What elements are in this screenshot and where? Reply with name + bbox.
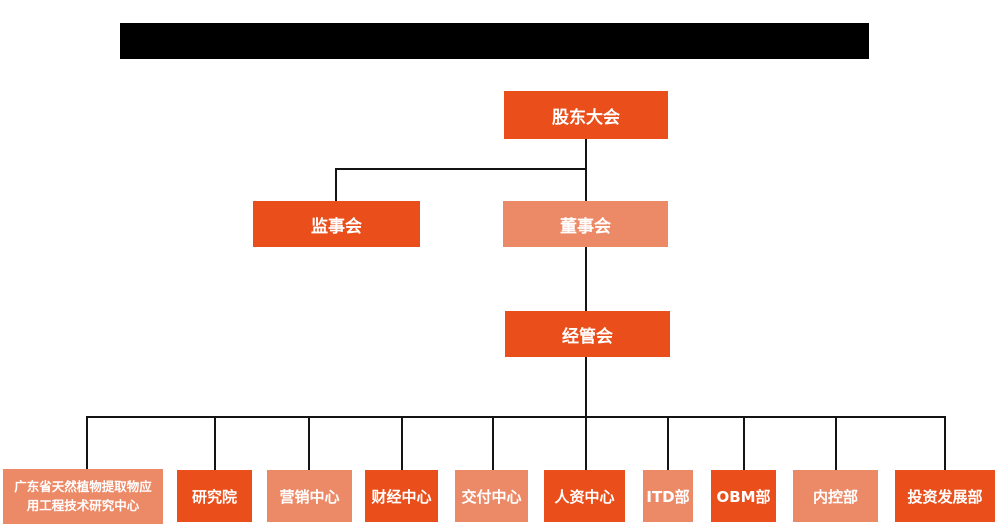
- org-node-research-institute: 研究院: [177, 470, 252, 522]
- org-node-marketing-center: 营销中心: [267, 470, 352, 522]
- connector-line: [86, 416, 946, 418]
- org-node-itd-department: ITD部: [643, 470, 693, 522]
- connector-line: [585, 170, 587, 201]
- connector-line: [585, 418, 587, 470]
- connector-line: [585, 247, 587, 311]
- connector-line: [86, 418, 88, 470]
- org-node-investment-development-department: 投资发展部: [895, 470, 995, 522]
- org-node-delivery-center: 交付中心: [455, 470, 528, 522]
- connector-line: [308, 418, 310, 470]
- connector-line: [944, 418, 946, 470]
- connector-line: [835, 418, 837, 470]
- org-node-obm-department: OBM部: [711, 470, 776, 522]
- connector-line: [492, 418, 494, 470]
- connector-line: [743, 418, 745, 470]
- org-node-research-center: 广东省天然植物提取物应用工程技术研究中心: [3, 469, 163, 524]
- connector-line: [335, 168, 587, 170]
- org-node-internal-control-department: 内控部: [793, 470, 878, 522]
- connector-line: [585, 357, 587, 416]
- connector-line: [214, 418, 216, 470]
- org-node-board-of-directors: 董事会: [503, 201, 668, 247]
- org-node-management-committee: 经管会: [505, 311, 670, 357]
- connector-line: [335, 170, 337, 201]
- redacted-title-bar: [120, 23, 869, 59]
- connector-line: [667, 418, 669, 470]
- org-node-finance-center: 财经中心: [365, 470, 438, 522]
- org-node-supervisory-board: 监事会: [253, 201, 420, 247]
- connector-line: [401, 418, 403, 470]
- org-node-shareholders-meeting: 股东大会: [504, 91, 668, 139]
- connector-line: [585, 139, 587, 169]
- org-node-hr-center: 人资中心: [544, 470, 625, 522]
